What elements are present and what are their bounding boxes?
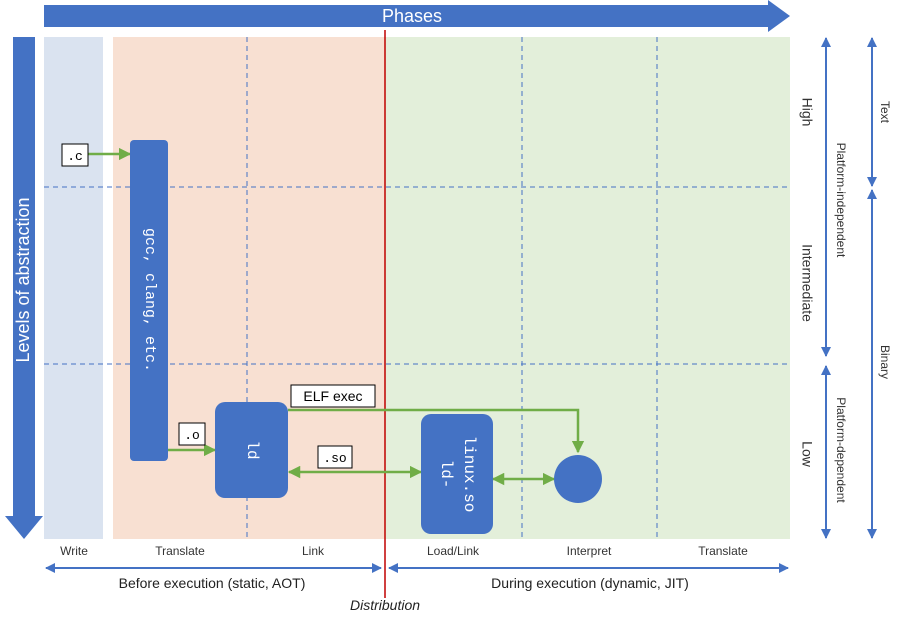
level-label-low: Low [799, 441, 815, 468]
phases-arrow [44, 0, 790, 32]
text-representation-label: Text [878, 101, 892, 124]
executable-file-badge [290, 384, 376, 408]
phase-label-translate-static: Translate [155, 544, 205, 558]
source-file-badge [61, 143, 89, 167]
compiler-box [130, 140, 168, 461]
flow-arrows [88, 147, 585, 486]
linker-box [215, 402, 288, 498]
phase-label-write: Write [60, 544, 88, 558]
before-execution-label: Before execution (static, AOT) [119, 575, 306, 591]
write-column-background [44, 37, 103, 539]
source-file-label: .c [67, 149, 83, 164]
loader-label-line1: ld- [437, 460, 455, 489]
object-file-label: .o [184, 428, 200, 443]
linker-to-process-arrow [288, 408, 585, 454]
loader-label-line2: linux.so [460, 436, 478, 513]
phase-label-load-link: Load/Link [427, 544, 480, 558]
shared-object-badge [317, 445, 353, 469]
level-label-intermediate: Intermediate [799, 244, 815, 322]
process-circle [554, 455, 602, 503]
distribution-label: Distribution [350, 597, 420, 613]
linker-label: ld [243, 440, 261, 459]
levels-of-abstraction-arrow [5, 37, 43, 539]
object-file-badge [178, 422, 206, 446]
platform-independent-label: Platform-independent [834, 143, 848, 258]
phase-label-link: Link [302, 544, 325, 558]
loader-box [421, 414, 493, 534]
executable-file-label: ELF exec [303, 388, 362, 404]
phase-label-translate-dynamic: Translate [698, 544, 748, 558]
during-execution-label: During execution (dynamic, JIT) [491, 575, 689, 591]
phases-title: Phases [382, 6, 442, 26]
levels-of-abstraction-label: Levels of abstraction [13, 197, 33, 362]
shared-object-label: .so [323, 451, 346, 466]
platform-dependent-label: Platform-dependent [834, 397, 848, 503]
phase-label-interpret: Interpret [567, 544, 612, 558]
compiler-label: gcc, clang, etc. [141, 228, 158, 372]
level-label-high: High [799, 98, 815, 127]
binary-representation-label: Binary [878, 345, 892, 379]
